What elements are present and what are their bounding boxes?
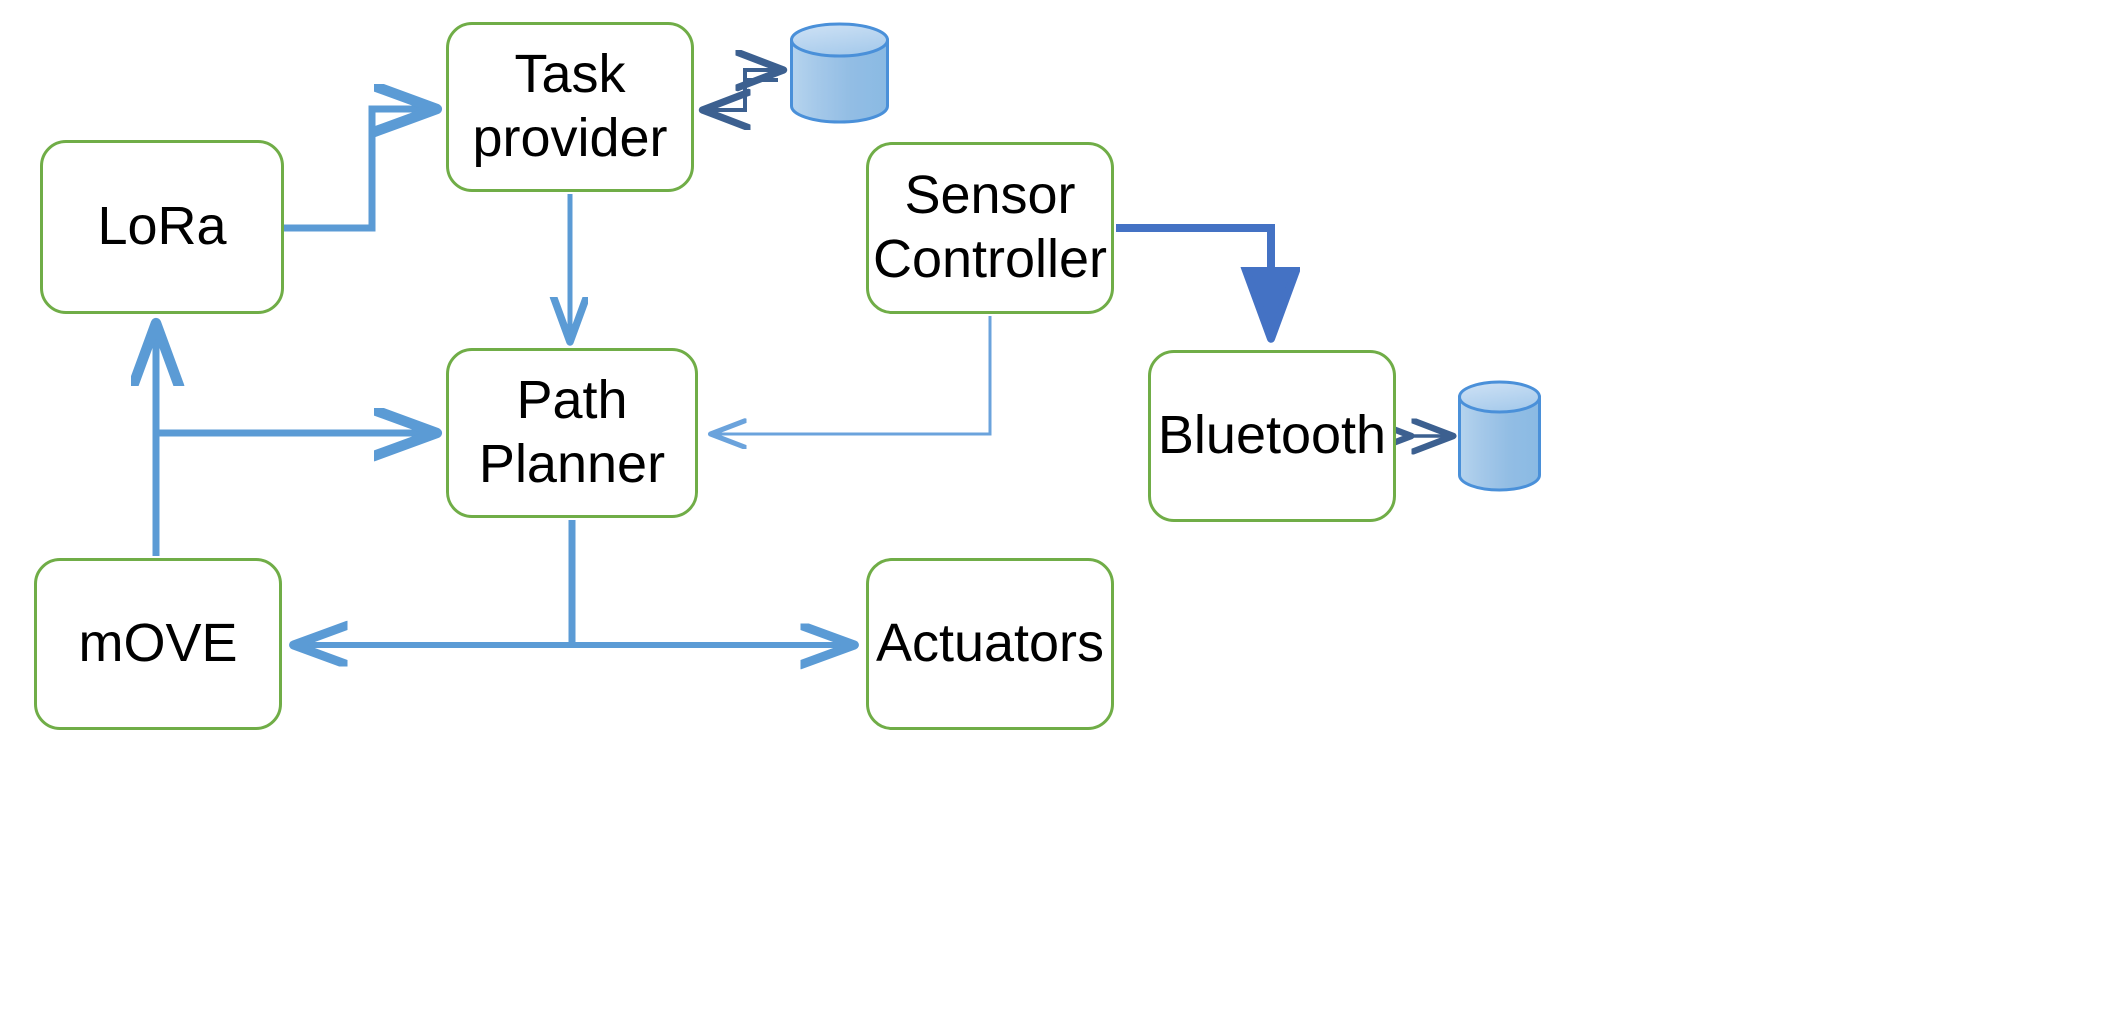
bluetooth-database-cylinder <box>1458 380 1541 492</box>
connector-task-to-database <box>745 70 782 99</box>
task-database-cylinder <box>790 22 889 124</box>
node-bluetooth[interactable]: Bluetooth <box>1148 350 1396 522</box>
node-actuators[interactable]: Actuators <box>866 558 1114 730</box>
connector-lora-to-task <box>284 109 434 232</box>
connector-database-to-task <box>704 78 778 110</box>
node-path-planner[interactable]: Path Planner <box>446 348 698 518</box>
node-move[interactable]: mOVE <box>34 558 282 730</box>
node-lora[interactable]: LoRa <box>40 140 284 314</box>
connector-sensor-to-path <box>712 316 992 434</box>
node-sensor-controller[interactable]: Sensor Controller <box>866 142 1114 314</box>
node-task-provider[interactable]: Task provider <box>446 22 694 192</box>
connector-sensor-to-bluetooth <box>1116 224 1271 334</box>
